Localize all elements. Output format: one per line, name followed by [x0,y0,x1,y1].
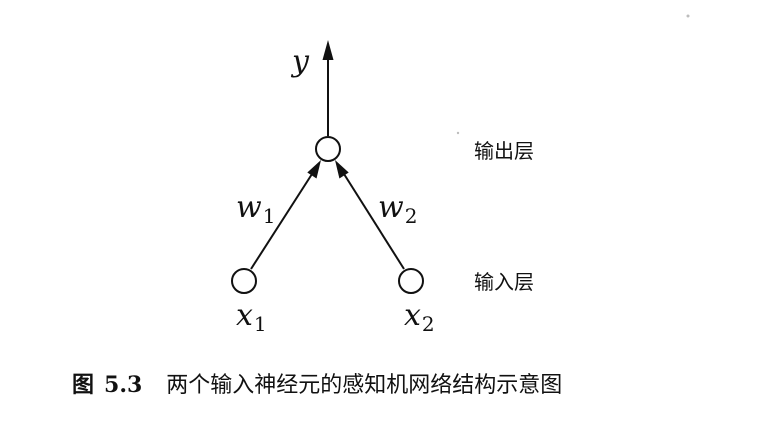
edge-x1-to-output [250,173,313,270]
input-neuron-2 [398,268,424,294]
weight-label-1: w1 [236,190,275,228]
weight-2-symbol: w [378,190,404,225]
output-layer-label: 输出层 [474,139,534,163]
input-label-2: x2 [404,298,435,336]
figure-caption: 图 5.3 两个输入神经元的感知机网络结构示意图 [72,372,562,398]
weight-label-2: w2 [378,190,417,228]
arrowhead-w2 [335,160,349,179]
output-neuron [315,136,341,162]
input-2-subscript: 2 [422,312,435,336]
output-label: y [290,44,310,79]
input-2-symbol: x [404,298,421,333]
caption-figure-label: 图 [72,372,94,398]
input-label-1: x1 [236,298,267,336]
input-1-subscript: 1 [254,312,267,336]
caption-figure-number: 5.3 [104,372,142,398]
scan-speck [456,131,460,135]
arrowhead-w1 [307,160,321,179]
input-neuron-1 [231,268,257,294]
output-arrowhead [322,40,334,60]
edge-x2-to-output [343,173,405,270]
weight-1-subscript: 1 [263,204,276,228]
caption-text: 两个输入神经元的感知机网络结构示意图 [166,373,562,398]
weight-2-subscript: 2 [405,204,418,228]
input-layer-label: 输入层 [474,270,534,294]
scan-speck [686,14,690,18]
input-1-symbol: x [236,298,253,333]
weight-1-symbol: w [236,190,262,225]
